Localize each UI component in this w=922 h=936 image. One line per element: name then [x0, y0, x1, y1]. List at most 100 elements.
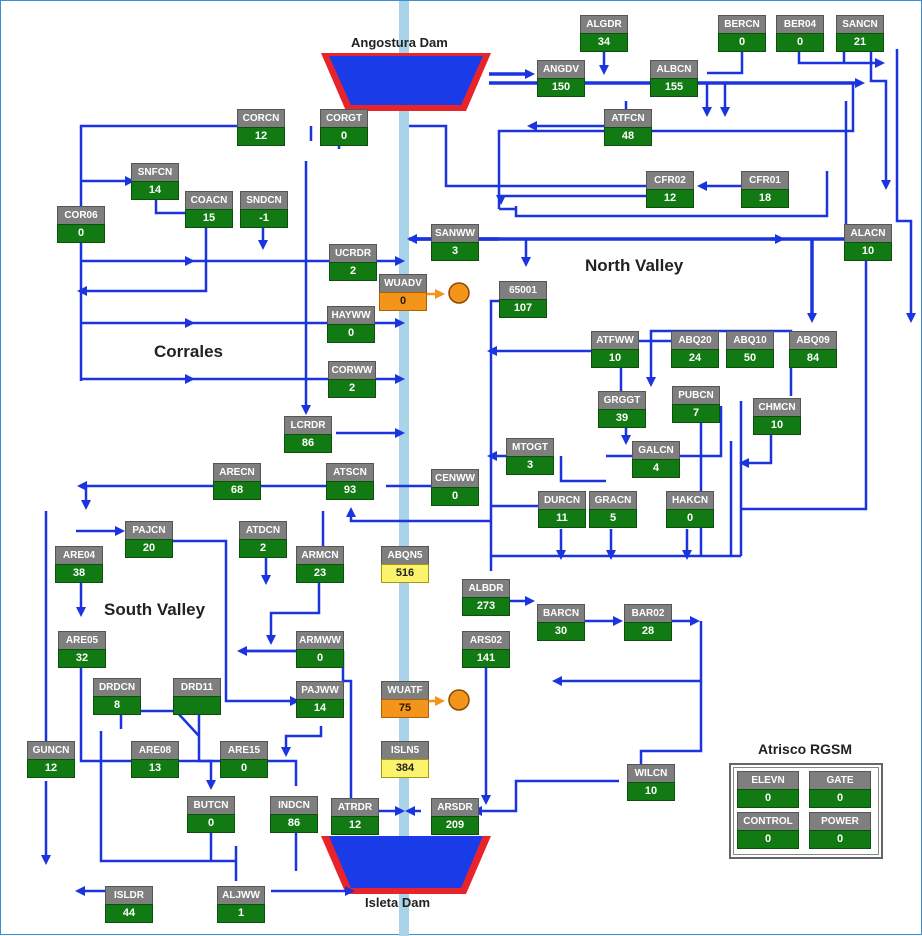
station-label: BER04 [776, 15, 824, 33]
station-label: BAR02 [624, 604, 672, 622]
station-value: 384 [381, 759, 429, 778]
station-label: CHMCN [753, 398, 801, 416]
legend-elevn[interactable]: ELEVN 0 [737, 771, 799, 808]
station-value: 30 [537, 622, 585, 641]
station-value: 84 [789, 349, 837, 368]
station-node-drd11[interactable]: DRD11 [173, 678, 221, 715]
station-value: 516 [381, 564, 429, 583]
station-value: 12 [646, 189, 694, 208]
station-label: SNDCN [240, 191, 288, 209]
station-node-sndcn[interactable]: SNDCN-1 [240, 191, 288, 228]
station-label: ARE04 [55, 546, 103, 564]
station-label: CORCN [237, 109, 285, 127]
station-label: BERCN [718, 15, 766, 33]
station-label: PAJCN [125, 521, 173, 539]
station-value: 10 [844, 242, 892, 261]
station-value: 86 [270, 814, 318, 833]
station-value [173, 696, 221, 715]
station-label: LCRDR [284, 416, 332, 434]
legend-control[interactable]: CONTROL 0 [737, 812, 799, 849]
south-valley-label: South Valley [104, 600, 206, 619]
station-value: 14 [131, 181, 179, 200]
station-label: DRD11 [173, 678, 221, 696]
legend-control-label: CONTROL [737, 812, 799, 830]
station-label: HAKCN [666, 491, 714, 509]
station-value: 155 [650, 78, 698, 97]
station-label: ISLN5 [381, 741, 429, 759]
station-label: ATRDR [331, 798, 379, 816]
station-value: 48 [604, 127, 652, 146]
legend-gate[interactable]: GATE 0 [809, 771, 871, 808]
station-label: GRACN [589, 491, 637, 509]
station-value: 15 [185, 209, 233, 228]
station-label: 65001 [499, 281, 547, 299]
legend-control-value: 0 [737, 830, 799, 849]
station-value: 0 [296, 649, 344, 668]
legend-power[interactable]: POWER 0 [809, 812, 871, 849]
